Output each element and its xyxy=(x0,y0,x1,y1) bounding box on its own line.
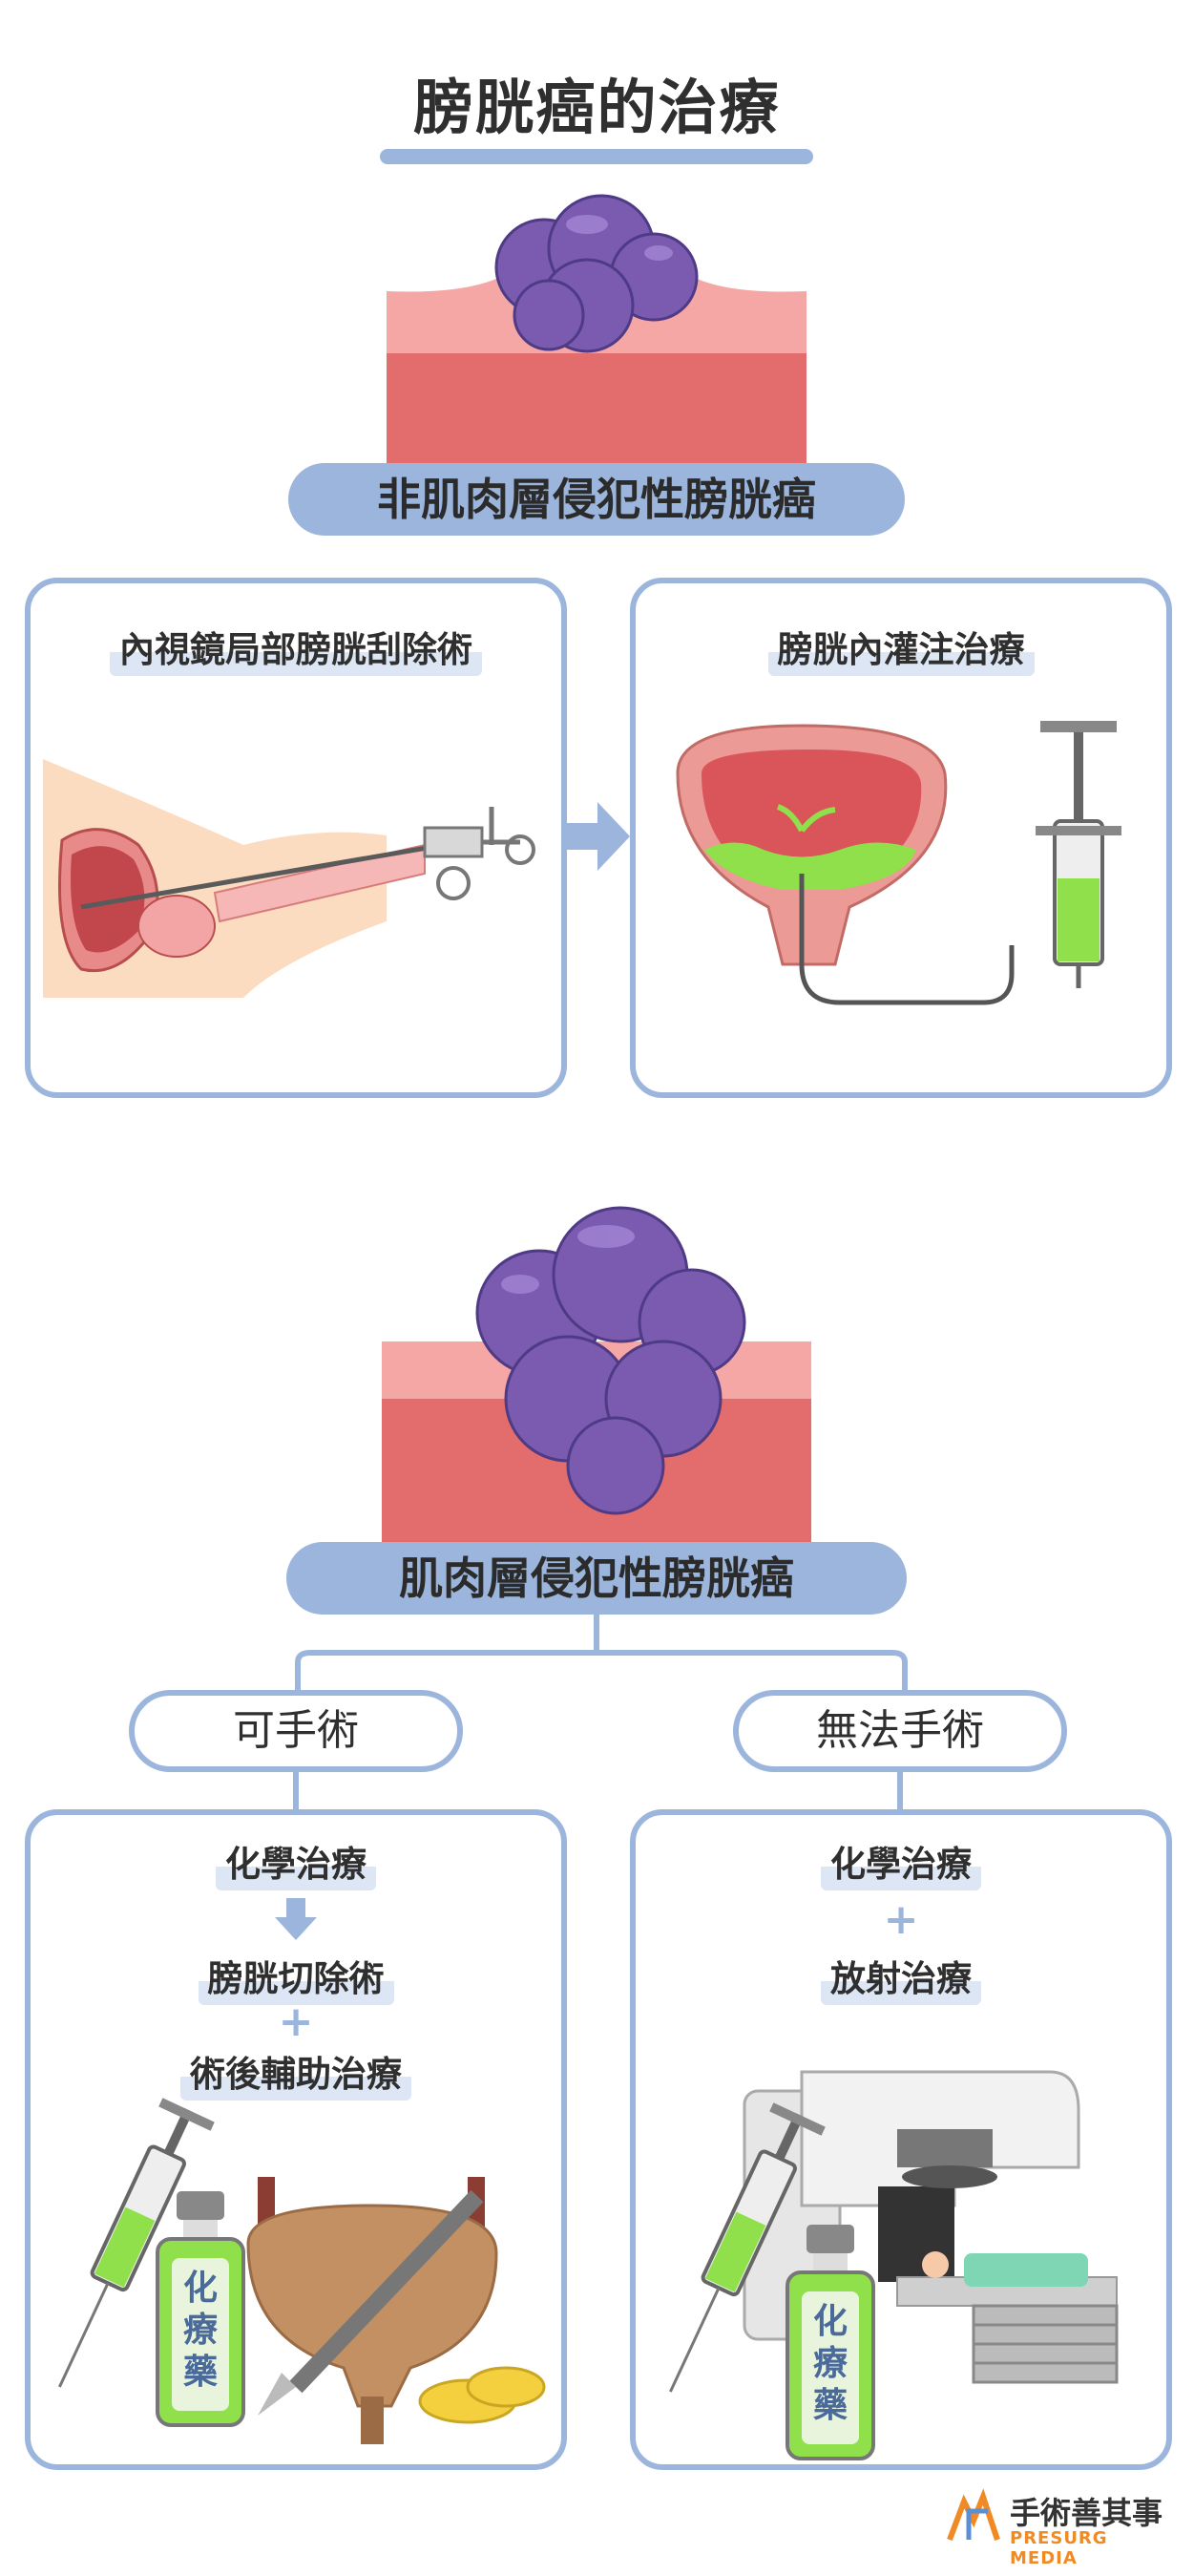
endoscope-illustration xyxy=(43,759,535,998)
step-adjuvant-text: 術後輔助治療 xyxy=(180,2043,411,2101)
panel-turbt-label: 內視鏡局部膀胱刮除術 xyxy=(25,619,567,676)
step-cystectomy-text: 膀胱切除術 xyxy=(198,1948,394,2005)
step-chemo-text: 化學治療 xyxy=(216,1833,376,1890)
panel-intravesical-label: 膀胱內灌注治療 xyxy=(630,619,1172,676)
intravesical-text: 膀胱內灌注治療 xyxy=(767,619,1035,676)
bladder-organ-icon xyxy=(246,2177,546,2444)
vial-label-2: 化療藥 xyxy=(812,2302,848,2425)
syringe-icon-2 xyxy=(669,2102,826,2393)
vial-icon xyxy=(156,2191,245,2427)
brand-name: 手術善其事 xyxy=(1010,2495,1163,2531)
step-chemo-text-2: 化學治療 xyxy=(821,1833,981,1890)
arrow-down-icon xyxy=(275,1898,317,1940)
muscle-heading: 肌肉層侵犯性膀胱癌 xyxy=(286,1542,907,1615)
branch-operable: 可手術 xyxy=(129,1690,463,1772)
vial-label: 化療藥 xyxy=(182,2269,218,2392)
operable-step-2: 膀胱切除術 xyxy=(25,1948,567,2005)
tumor-illustration-large xyxy=(382,1206,811,1542)
arrow-right-icon xyxy=(563,802,630,871)
inoperable-step-2: 放射治療 xyxy=(630,1948,1172,2005)
brand-logo-icon xyxy=(947,2488,1000,2542)
branch-inoperable: 無法手術 xyxy=(733,1690,1067,1772)
branch-connector xyxy=(295,1615,908,1691)
operable-step-3: 術後輔助治療 xyxy=(25,2043,567,2101)
page-title: 膀胱癌的治療 xyxy=(413,73,781,142)
branch-down-lines xyxy=(293,1772,903,1816)
bladder-instillation-illustration xyxy=(676,721,1121,1005)
operable-step-1: 化學治療 xyxy=(25,1833,567,1890)
vial-icon-2 xyxy=(786,2225,875,2460)
turbt-text: 內視鏡局部膀胱刮除術 xyxy=(110,619,482,676)
plus-icon: + xyxy=(278,1997,314,2046)
tumor-illustration-small xyxy=(387,194,806,468)
non-muscle-heading: 非肌肉層侵犯性膀胱癌 xyxy=(288,463,905,536)
step-radiation-text: 放射治療 xyxy=(821,1948,981,2005)
brand-sub: PRESURG MEDIA xyxy=(1010,2528,1108,2568)
plus-icon-2: + xyxy=(883,1895,919,1944)
syringe-icon xyxy=(58,2098,215,2388)
inoperable-step-1: 化學治療 xyxy=(630,1833,1172,1890)
title-underline xyxy=(380,149,813,164)
